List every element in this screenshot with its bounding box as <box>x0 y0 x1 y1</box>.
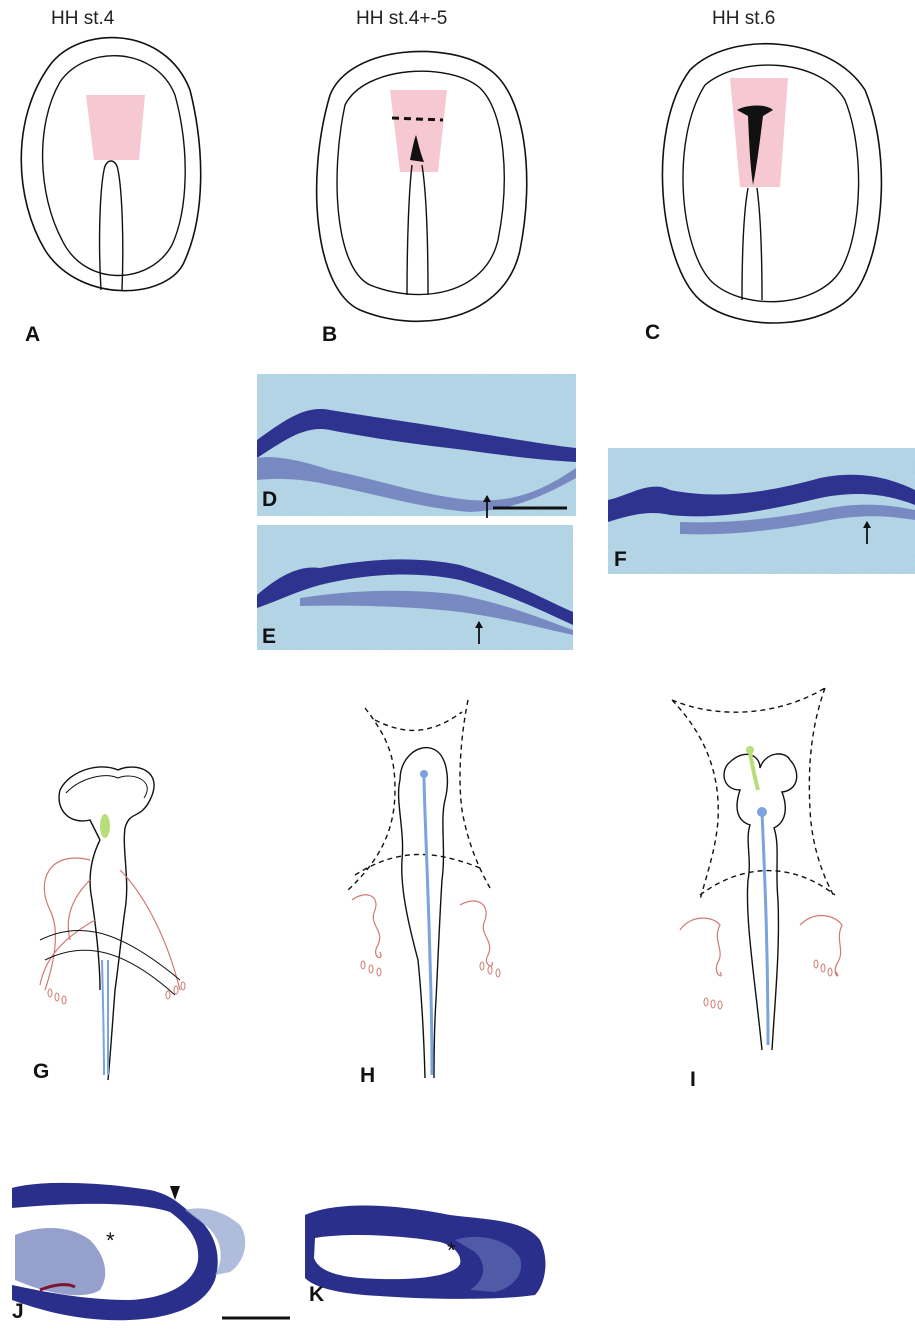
panel-label-c: C <box>645 321 660 345</box>
primitive-streak-b <box>407 165 428 295</box>
pink-region-a <box>86 95 145 160</box>
red-outline-h-right <box>460 901 492 966</box>
red-outline-h-left <box>352 895 381 958</box>
green-marker-i <box>750 752 758 790</box>
panel-label-a: A <box>25 323 40 347</box>
panel-e-histology <box>257 525 573 650</box>
panel-c-embryo-diagram <box>662 44 881 323</box>
red-outline-g <box>40 858 180 990</box>
panel-label-j: J <box>12 1300 24 1324</box>
primitive-streak-a <box>100 161 123 290</box>
panel-f-histology <box>608 448 915 574</box>
panel-a-embryo-diagram <box>21 38 200 291</box>
brain-inner-outline-g <box>66 776 147 798</box>
primitive-streak-c <box>742 188 762 300</box>
panel-j-histology <box>12 1183 290 1320</box>
panel-h-brain-diagram <box>348 700 500 1078</box>
panel-label-b: B <box>322 323 337 347</box>
blue-marker-h <box>424 775 432 1075</box>
red-outline-i-left <box>680 918 721 976</box>
arrowhead-icon <box>170 1186 180 1200</box>
panel-k-histology <box>305 1206 545 1299</box>
panel-label-f: F <box>614 548 627 572</box>
asterisk-j: * <box>106 1228 115 1254</box>
panel-label-h: H <box>360 1064 375 1088</box>
area-pellucida-outline-a <box>43 56 186 276</box>
panel-b-embryo-diagram <box>317 51 527 321</box>
panel-d-histology <box>257 374 576 518</box>
panel-i-brain-diagram <box>672 688 842 1050</box>
dashed-outline-h <box>348 700 490 890</box>
panel-label-i: I <box>690 1068 696 1092</box>
panel-g-brain-diagram <box>40 767 185 1080</box>
area-opaca-outline-a <box>21 38 200 291</box>
panel-label-g: G <box>33 1060 49 1084</box>
blue-marker-g <box>102 960 108 1075</box>
panel-label-d: D <box>262 488 277 512</box>
green-marker-g <box>100 814 110 838</box>
panel-label-e: E <box>262 625 276 649</box>
brain-outline-i <box>724 754 797 1050</box>
dashed-outline-i <box>672 688 835 900</box>
blue-marker-i <box>762 812 768 1045</box>
asterisk-k: * <box>447 1238 456 1264</box>
cross-lines-g <box>40 930 180 995</box>
brain-outline-h <box>399 748 448 1078</box>
brain-outline-g <box>59 767 154 1080</box>
panel-label-k: K <box>309 1283 324 1307</box>
